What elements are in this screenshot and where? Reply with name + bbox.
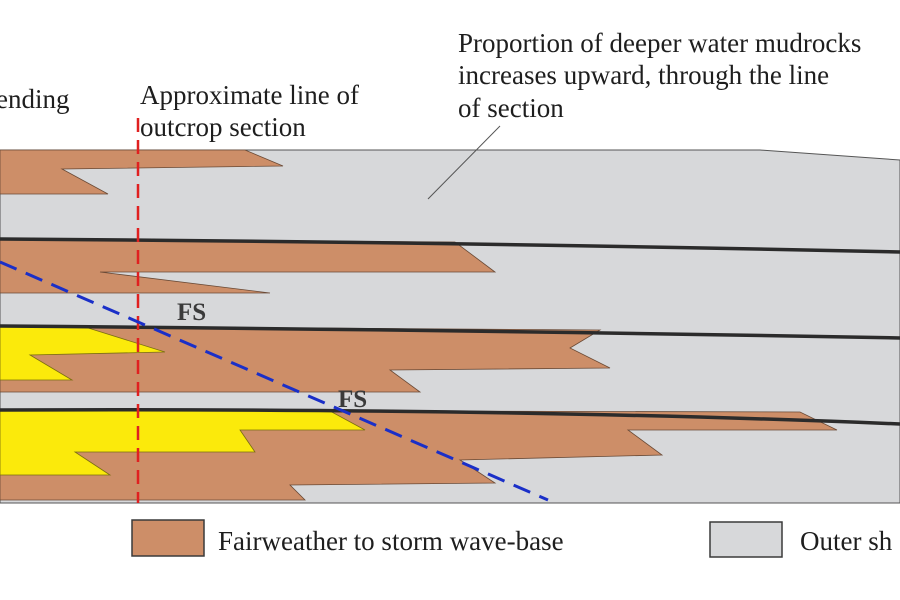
proportion-label-line-1: Proportion of deeper water mudrocks bbox=[458, 28, 861, 58]
annotation-leader-line bbox=[427, 125, 501, 200]
legend-swatch-storm-wave-base bbox=[131, 519, 205, 557]
flooding-surface-label-lower: FS bbox=[338, 386, 367, 413]
flooding-surface-label-upper: FS bbox=[177, 299, 206, 326]
bounding-surface-1 bbox=[0, 237, 900, 254]
bounding-surface-3 bbox=[0, 408, 900, 426]
shoreface-sandstone-wedge-lower bbox=[0, 410, 366, 476]
legend: Fairweather to storm wave-base Outer sh bbox=[131, 519, 893, 558]
storm-wave-base-tongue-3 bbox=[0, 325, 611, 393]
storm-wave-base-tongue-top bbox=[0, 149, 284, 195]
storm-wave-base-tongue-2 bbox=[0, 238, 497, 294]
legend-label-storm-wave-base: Fairweather to storm wave-base bbox=[218, 526, 564, 556]
outcrop-label-line-1: Approximate line of bbox=[140, 80, 359, 110]
proportion-label-line-3: of section bbox=[458, 93, 564, 123]
outcrop-label-line-2: outcrop section bbox=[140, 112, 306, 142]
correlation-dashed-line bbox=[0, 260, 549, 502]
legend-swatch-outer-shelf bbox=[709, 521, 783, 558]
legend-label-outer-shelf: Outer sh bbox=[800, 526, 893, 556]
left-fragment-label: ending bbox=[0, 84, 70, 114]
proportion-label-line-2: increases upward, through the line bbox=[458, 60, 829, 90]
